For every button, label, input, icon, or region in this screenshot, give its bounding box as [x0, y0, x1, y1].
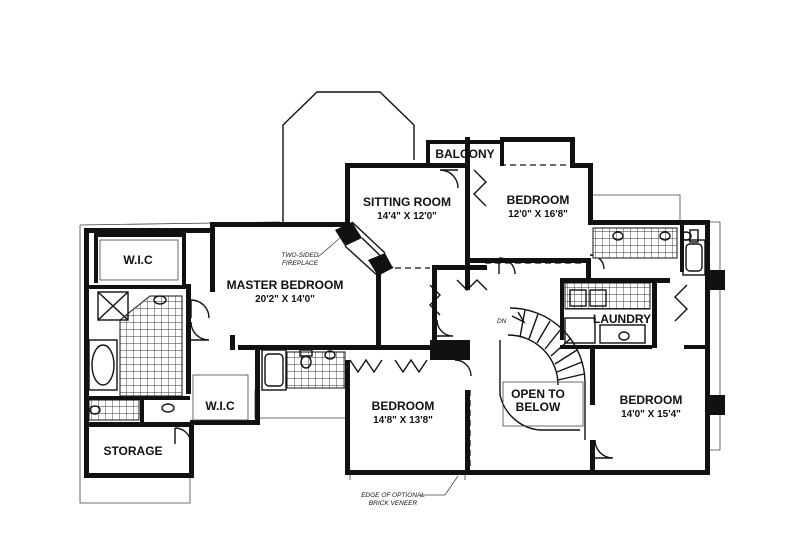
- bay-window-outline: [282, 91, 415, 222]
- veneer-note-line2: BRICK VENEER: [369, 500, 418, 507]
- laundry-tile: [564, 282, 651, 310]
- room-label-bedroom-south: BEDROOM: [372, 399, 435, 413]
- room-dims-sitting-room: 14'4" X 12'0": [377, 211, 437, 222]
- shower-icon: [97, 291, 129, 321]
- tub-east-icon: [682, 239, 706, 276]
- room-label-wic-lower: W.I.C: [205, 399, 235, 413]
- room-dims-bedroom-ne: 12'0" X 16'8": [508, 209, 568, 220]
- room-label-bedroom-ne: BEDROOM: [507, 193, 570, 207]
- door-swings: [174, 169, 614, 459]
- bifold-doors: [349, 169, 688, 374]
- room-label-balcony: BALCONY: [435, 147, 494, 161]
- room-label-master-bedroom: MASTER BEDROOM: [227, 278, 344, 292]
- open-below-line2: BELOW: [516, 400, 561, 414]
- interior-walls: [84, 222, 708, 475]
- tub-icon: [88, 339, 118, 391]
- room-label-storage: STORAGE: [103, 444, 162, 458]
- two-sided-fireplace: [335, 221, 394, 277]
- room-label-sitting-room: SITTING ROOM: [363, 195, 451, 209]
- ne-bath-tile: [592, 227, 678, 259]
- room-label-bedroom-east: BEDROOM: [620, 393, 683, 407]
- room-label-laundry: LAUNDRY: [593, 312, 651, 326]
- sink-icon: [89, 231, 671, 415]
- master-bath-tile: [119, 295, 183, 397]
- fireplace-note-line1: TWO-SIDED: [281, 252, 318, 259]
- room-dims-master-bedroom: 20'2" X 14'0": [255, 294, 315, 305]
- room-dims-bedroom-south: 14'8" X 13'8": [373, 415, 433, 426]
- fireplace-note-line2: FIREPLACE: [282, 260, 319, 267]
- open-below-line1: OPEN TO: [511, 387, 565, 401]
- stair-dn-label: DN: [497, 318, 507, 325]
- room-dims-bedroom-east: 14'0" X 15'4": [621, 409, 681, 420]
- washer-dryer-icon: [564, 289, 646, 344]
- room-label-wic-upper: W.I.C: [123, 253, 153, 267]
- tub-hall-icon: [261, 349, 287, 391]
- hall-bath-tile: [286, 351, 346, 389]
- curved-staircase[interactable]: [499, 307, 586, 440]
- wic-shelf: [99, 239, 249, 421]
- open-to-below-area: [502, 381, 584, 427]
- lower-bath-tile: [88, 399, 140, 421]
- cased-openings: [193, 164, 585, 470]
- veneer-note-line1: EDGE OF OPTIONAL: [361, 492, 425, 499]
